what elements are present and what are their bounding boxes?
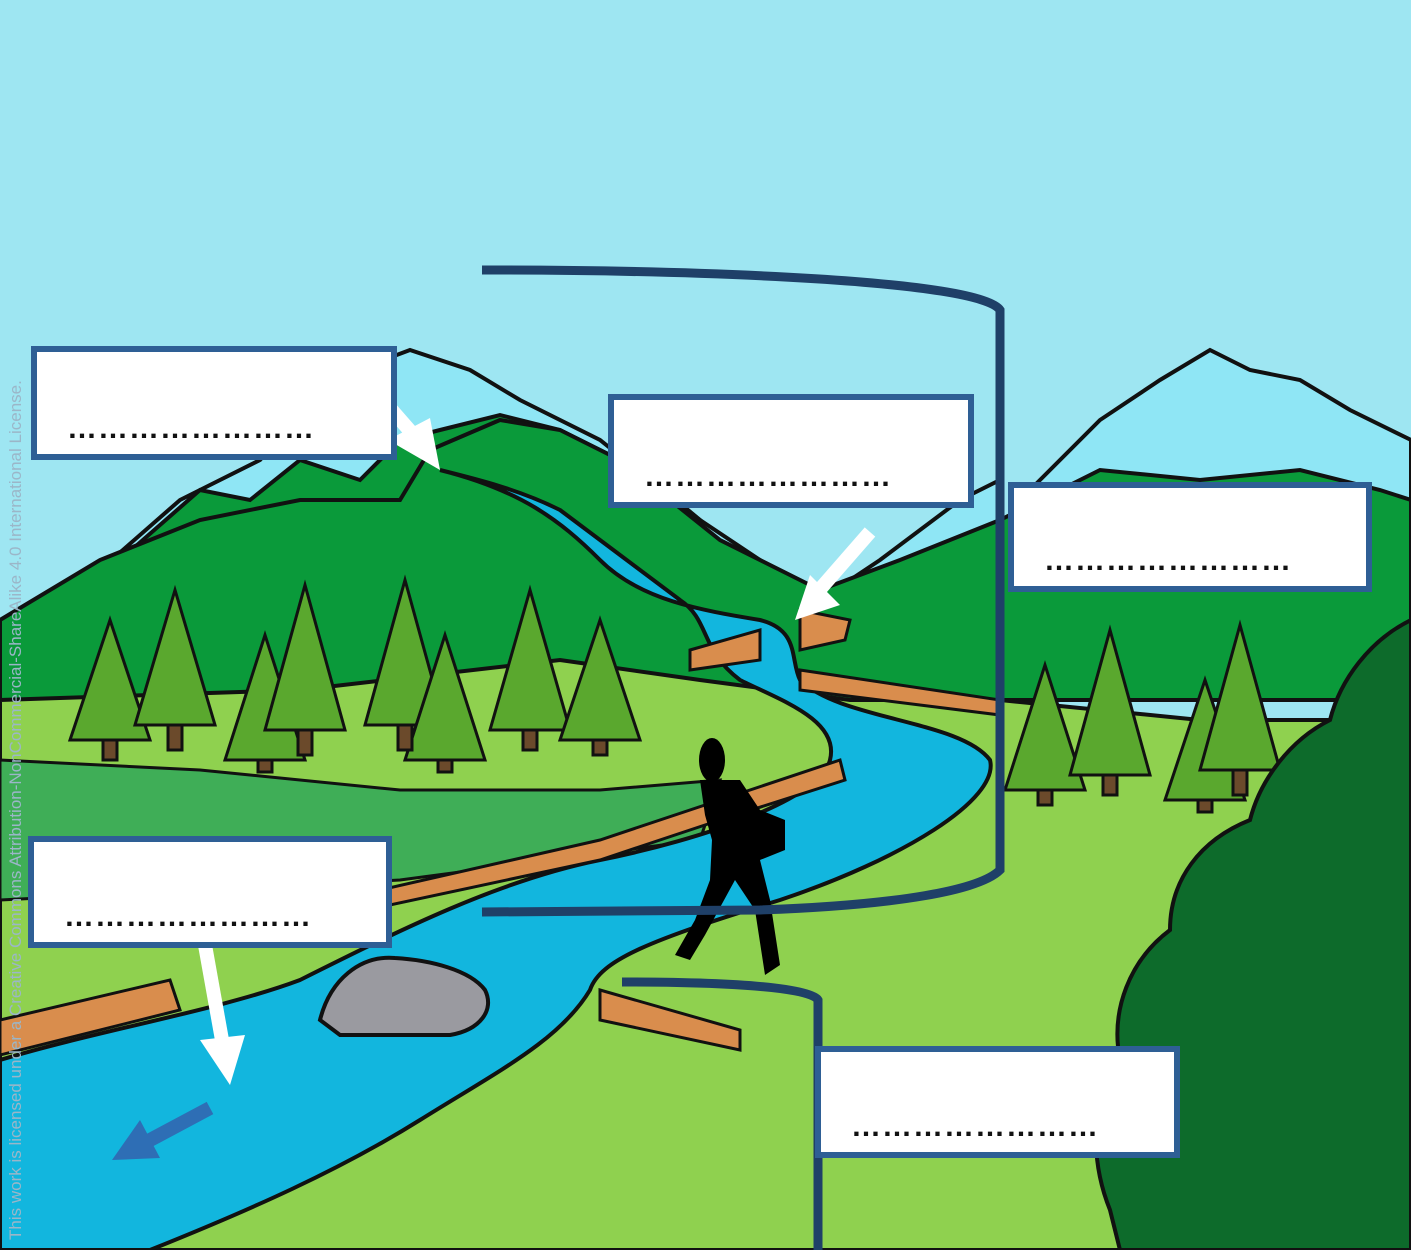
blank-label-lower-course[interactable]: …………………… xyxy=(815,1046,1180,1158)
blank-label-dots: …………………… xyxy=(67,414,381,444)
blank-label-dots: …………………… xyxy=(64,902,376,932)
blank-label-upper-course[interactable]: …………………… xyxy=(608,394,974,508)
blank-label-river-bank[interactable]: …………………… xyxy=(28,836,392,948)
blank-label-source[interactable]: …………………… xyxy=(31,346,397,460)
license-watermark: This work is licensed under a Creative C… xyxy=(6,190,26,1240)
blank-label-middle-course[interactable]: …………………… xyxy=(1008,482,1372,592)
blank-label-dots: …………………… xyxy=(1044,546,1356,576)
blank-label-dots: …………………… xyxy=(851,1112,1164,1142)
blank-label-dots: …………………… xyxy=(644,462,958,492)
